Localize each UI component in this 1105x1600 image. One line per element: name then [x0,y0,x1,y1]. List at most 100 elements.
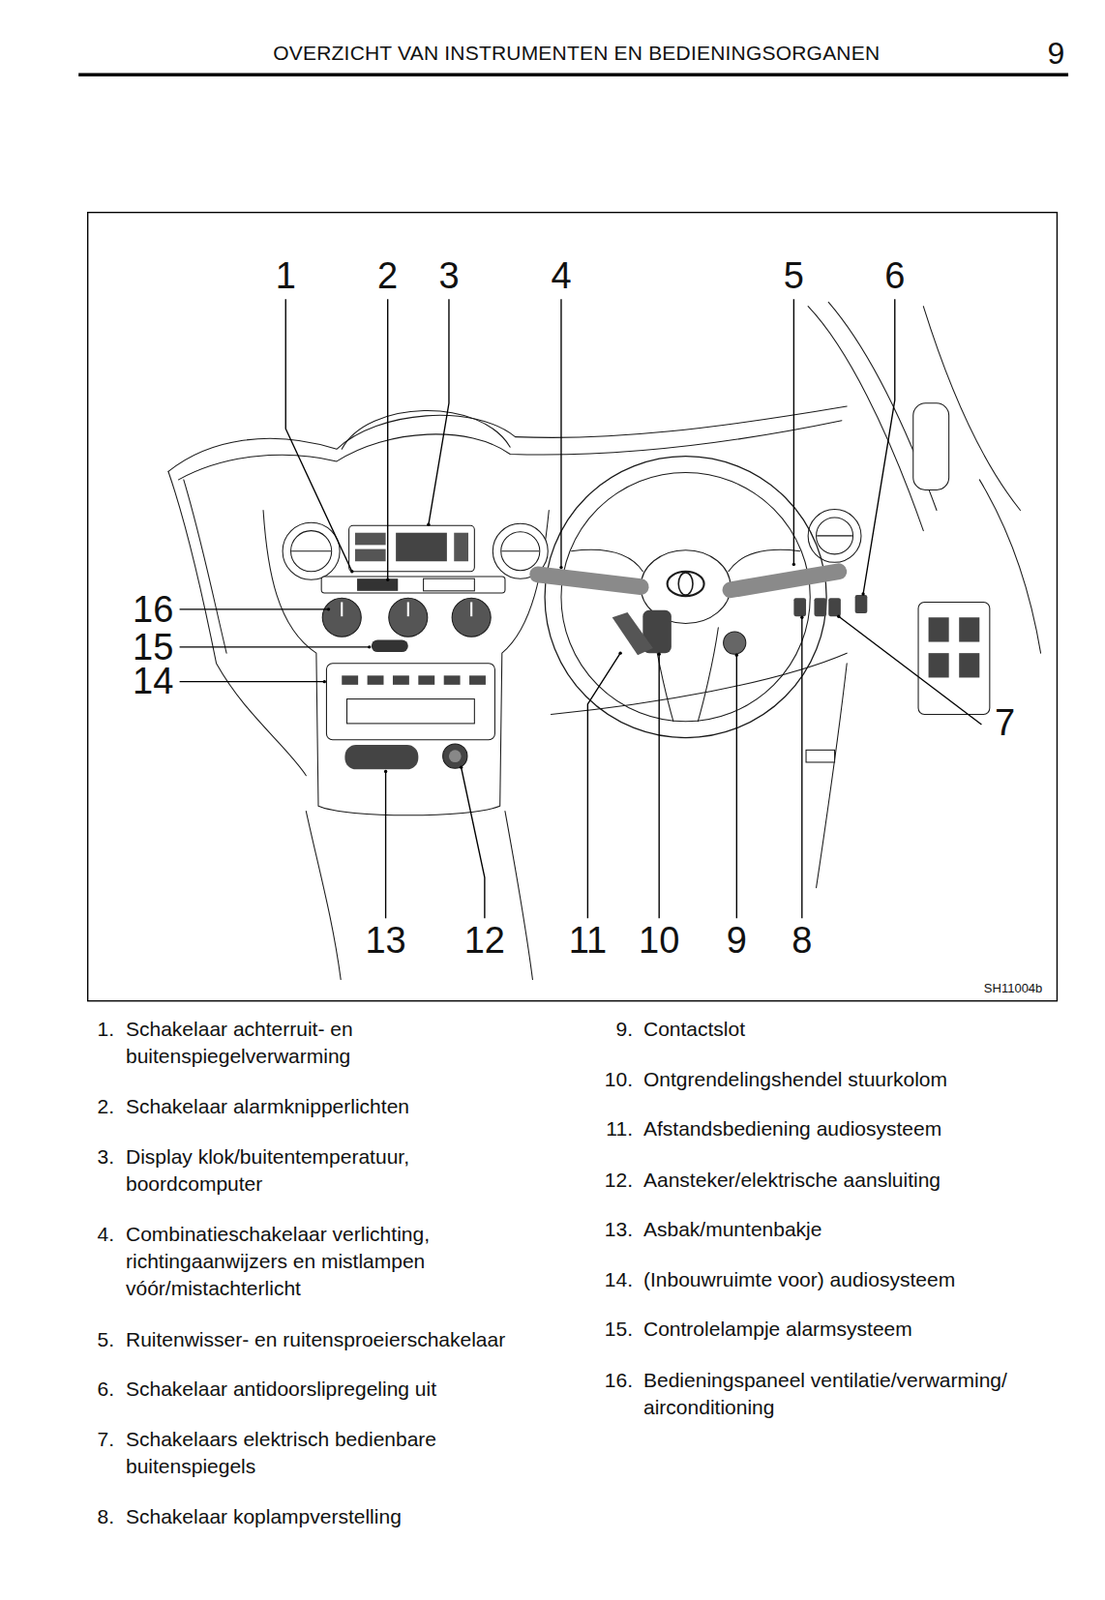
item-number: 8. [71,1503,115,1531]
logo [667,571,705,597]
item-description: Schakelaar koplampverstelling [125,1503,567,1531]
callout-number: 7 [994,704,1016,742]
knob-marker [340,601,343,617]
item-number: 4. [71,1221,115,1249]
callout-number: 10 [638,922,680,959]
display-screen [395,533,448,563]
dash-switch [855,595,868,614]
leader-dot [618,651,622,655]
bonnet-release [806,749,836,763]
item-number: 13. [590,1216,633,1244]
item-number: 5. [71,1326,115,1354]
item-number: 16. [590,1367,633,1395]
callout-number: 8 [791,922,812,959]
callout-number: 16 [132,591,174,628]
leader-dot [792,563,796,567]
item-description: (Inbouwruimte voor) audiosysteem [643,1266,1060,1294]
item-description: Schakelaar alarmknipperlichten [125,1093,567,1121]
air-vent [816,517,854,555]
item-number: 11. [590,1115,633,1143]
leader-dot [861,592,865,596]
leader-line [179,608,329,610]
climate-knob [322,597,361,637]
callout-number: 14 [132,662,174,700]
center-stack [263,510,549,816]
page-number: 9 [1046,37,1065,69]
switch-blank [423,578,476,592]
air-vent [291,531,332,572]
leader-dot [800,616,804,620]
lighter [448,749,462,763]
vent-slat [292,550,331,552]
callout-number: 4 [550,257,571,295]
audio-button [367,675,385,685]
leader-line [461,767,485,919]
leader-line [560,298,562,568]
figure-code: SH11004b [984,981,1043,994]
leader-line [179,646,370,648]
dashboard-top [179,420,842,480]
item-description: Display klok/buitentemperatuur, boordcom… [125,1143,460,1198]
climate-knob [451,597,491,637]
item-number: 9. [590,1015,633,1044]
dashboard-left [183,479,227,654]
callout-number: 11 [568,922,607,959]
climate-knob [388,597,428,637]
item-description: Contactslot [643,1015,1060,1044]
lighter [443,744,468,769]
callout-number: 1 [275,257,297,295]
leader-dot [327,607,330,611]
audio-slot [347,699,476,724]
header-rule [78,73,1069,77]
callout-number: 15 [132,628,174,666]
display-button [355,549,387,563]
leader-line [838,616,983,725]
dash-switch [793,597,807,617]
vent-slat [817,535,853,537]
display-button [355,533,387,546]
floor-line [305,811,341,981]
item-number: 14. [590,1266,633,1294]
display-button [453,533,469,563]
alarm-lamp [371,639,409,653]
item-number: 1. [71,1015,115,1044]
item-description: Asbak/muntenbakje [643,1216,1060,1244]
item-description: Schakelaar antidoorslipregeling uit [125,1375,567,1404]
item-number: 10. [590,1066,633,1094]
ashtray [344,745,419,770]
audio-bay [326,663,495,741]
leader-dot [350,569,354,573]
floor-line [505,811,533,981]
audio-button [418,675,435,685]
window-switch [958,617,980,642]
knob-marker [470,601,473,617]
leader-dot [735,654,739,658]
audio-button [444,675,461,685]
item-description: Afstandsbediening audiosysteem [643,1115,1060,1143]
item-number: 3. [71,1143,115,1171]
page-title: OVERZICHT VAN INSTRUMENTEN EN BEDIENINGS… [272,40,880,65]
item-description: Ontgrendelingshendel stuurkolom [643,1066,1060,1094]
leader-line [736,655,738,919]
leader-line [587,653,621,919]
display-housing [349,525,476,571]
item-description: Controlelampje alarmsysteem [643,1315,1060,1344]
floor-line [816,663,848,889]
logo [678,572,693,596]
item-number: 2. [71,1093,115,1121]
leader-line [658,654,660,919]
air-vent [501,532,540,571]
ignition [723,631,747,655]
leader-line [428,298,449,525]
leader-dot [384,770,388,774]
item-description: Schakelaars elektrisch bedienbare buiten… [125,1426,486,1481]
leader-dot [657,653,661,657]
a-pillar [807,306,924,532]
leader-dot [559,566,563,569]
audio-remote [612,612,654,656]
item-number: 15. [590,1315,633,1344]
callout-number: 6 [884,257,905,295]
figure-frame [88,212,1058,1002]
